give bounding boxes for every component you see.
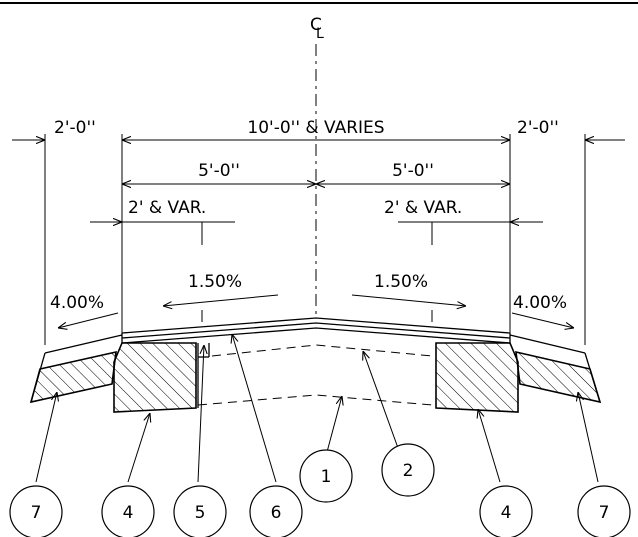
slope-left-lane: 1.50% — [188, 272, 242, 292]
extension-lines — [44, 134, 586, 345]
leader-lines — [35, 334, 599, 483]
dim-right-outer: 2'-0'' — [517, 118, 559, 138]
dim-right-half: 5'-0'' — [392, 161, 434, 181]
slope-right-shoulder: 4.00% — [513, 293, 567, 313]
svg-text:7: 7 — [599, 503, 610, 523]
callout-4-right: 4 — [479, 485, 533, 537]
right-curb-block — [435, 342, 519, 413]
cl-l: L — [316, 26, 324, 42]
dim-overall: 10'-0'' & VARIES — [247, 118, 384, 138]
callout-6: 6 — [249, 485, 303, 537]
dim-left-half: 5'-0'' — [198, 161, 240, 181]
callout-2: 2 — [381, 443, 435, 497]
svg-text:4: 4 — [123, 503, 134, 523]
dim-row-half: 5'-0'' 5'-0'' — [122, 161, 510, 184]
svg-text:5: 5 — [195, 503, 206, 523]
svg-text:4: 4 — [501, 503, 512, 523]
right-shoulder — [509, 334, 602, 404]
dim-row-top: 2'-0'' 10'-0'' & VARIES 2'-0'' — [12, 118, 625, 140]
left-curb-block — [113, 342, 197, 413]
cl-c: C — [310, 15, 322, 35]
svg-text:6: 6 — [271, 503, 282, 523]
slope-right-lane: 1.50% — [374, 272, 428, 292]
dim-left-outer: 2'-0'' — [54, 118, 96, 138]
slope-annotations: 4.00% 1.50% 1.50% 4.00% — [50, 272, 574, 328]
callout-1: 1 — [299, 449, 353, 503]
callout-4-left: 4 — [101, 485, 155, 537]
dim-right-var: 2' & VAR. — [384, 198, 462, 218]
svg-text:1: 1 — [321, 467, 332, 487]
left-shoulder — [29, 334, 123, 404]
centerline-symbol: C L — [310, 15, 324, 42]
dim-left-var: 2' & VAR. — [128, 198, 206, 218]
callout-5: 5 — [173, 485, 227, 537]
dim-row-var: 2' & VAR. 2' & VAR. — [90, 198, 543, 222]
callout-7-right: 7 — [577, 485, 631, 537]
callout-7-left: 7 — [9, 485, 63, 537]
base-course — [197, 344, 433, 406]
pavement-surface — [121, 317, 511, 344]
svg-text:7: 7 — [31, 503, 42, 523]
slope-left-shoulder: 4.00% — [50, 293, 104, 313]
svg-text:2: 2 — [403, 461, 414, 481]
